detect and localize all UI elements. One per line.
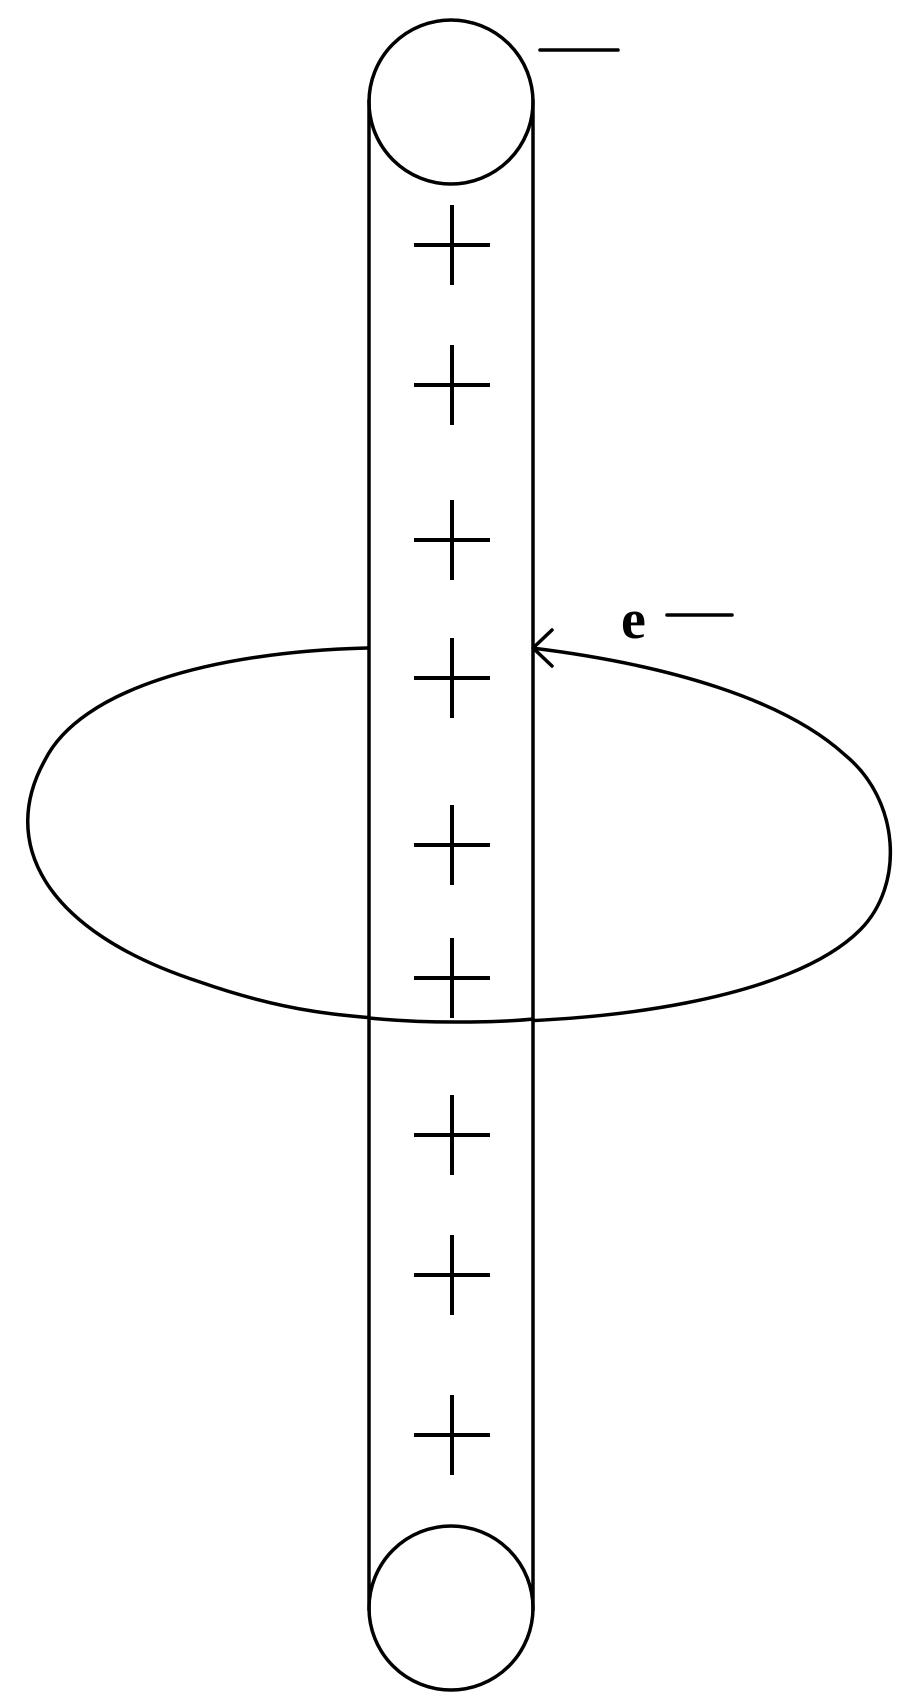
plus-sign <box>414 500 490 580</box>
electron-arrowhead <box>531 628 554 668</box>
plus-signs-group <box>414 205 490 1475</box>
cylinder-top-cap <box>367 18 535 186</box>
plus-sign <box>414 345 490 425</box>
plus-sign <box>414 1395 490 1475</box>
plus-sign <box>414 638 490 718</box>
cylinder-bottom-cap <box>367 1524 535 1692</box>
plus-sign <box>414 1235 490 1315</box>
plus-sign <box>414 938 490 1018</box>
plus-sign <box>414 805 490 885</box>
electron-label: e <box>621 589 646 651</box>
plus-sign <box>414 1095 490 1175</box>
plus-sign <box>414 205 490 285</box>
electron-orbit-front <box>367 1016 535 1024</box>
